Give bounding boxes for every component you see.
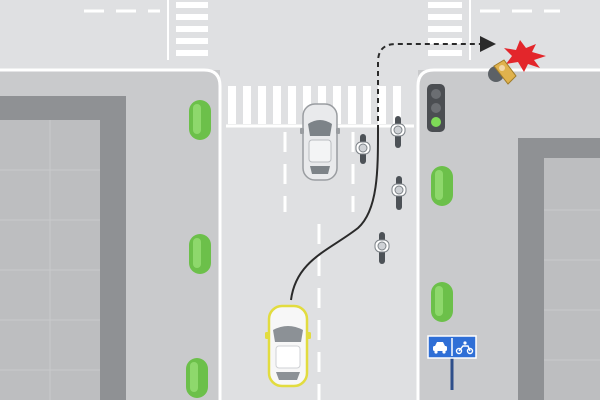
motorcycle-icon (455, 341, 474, 355)
motorcycle-rider-2 (390, 116, 406, 148)
tree-right-1 (431, 166, 453, 206)
traffic-light-icon (427, 84, 445, 132)
collision-burst-icon (504, 40, 546, 72)
tree-right-2 (431, 282, 453, 322)
lane-sign (427, 335, 477, 390)
motorcycle-rider-4 (374, 232, 390, 264)
route-dashed (377, 36, 496, 130)
car-icon (433, 342, 447, 354)
car-white-turning (265, 304, 311, 388)
motorcycle-rider-3 (391, 176, 407, 210)
car-silver-waiting (300, 103, 340, 181)
building-left (0, 96, 126, 400)
tree-left-2 (189, 234, 211, 274)
crosswalk-top-left (176, 2, 208, 56)
building-right (518, 138, 600, 400)
pedestrian-figure (488, 59, 517, 85)
tree-left-1 (189, 100, 211, 140)
lane-markings (283, 132, 355, 400)
crosswalk-top-right (428, 2, 462, 56)
tree-left-3 (186, 358, 208, 398)
route-solid (290, 129, 379, 301)
motorcycle-rider-1 (355, 134, 371, 164)
